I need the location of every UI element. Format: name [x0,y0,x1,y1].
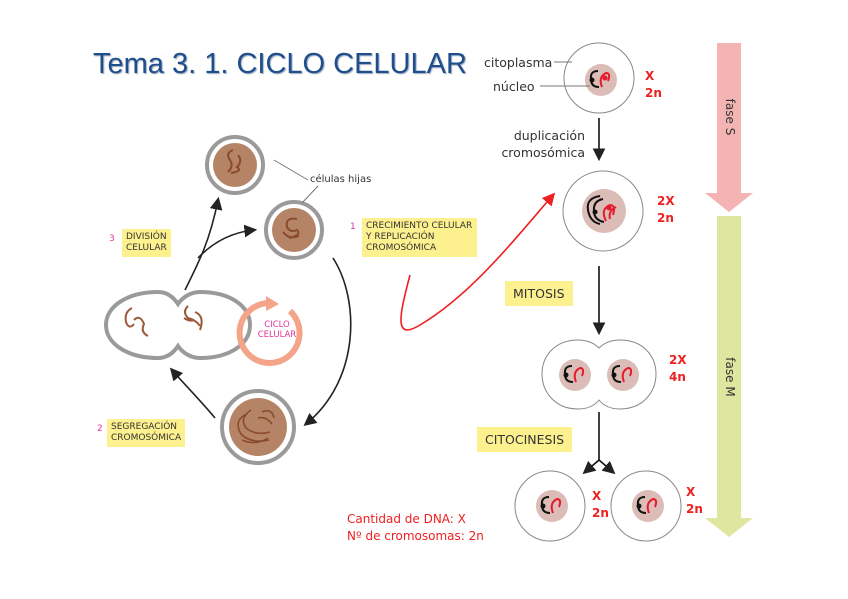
cell-3-values: 2X 4n [669,352,687,386]
cell-5-values: X 2n [686,484,703,518]
legend-chromosomes: Nº de cromosomas: 2n [347,529,484,543]
s-phase-arrow [705,43,753,212]
stage-3-line1: DIVISIÓN [126,232,167,242]
cell-1-values: X 2n [645,68,662,102]
cell-4-chromosomes: 2n [592,506,609,520]
cytokinesis-label: CITOCINESIS [477,427,573,452]
arrow-cytokinesis-left [582,459,600,475]
cycle-arrow-1-to-2 [303,257,352,427]
arrow-cytokinesis-right [598,459,616,475]
cycle-center-line1: CICLO [264,320,290,330]
duplication-line1: duplicación [513,128,585,143]
cell-3-chromosomes: 4n [669,370,686,384]
cycle-arrow-3-to-daughter-2 [197,224,258,259]
stage-2-box: SEGREGACIÓN CROMOSÓMICA [107,419,186,447]
stage-3-line2: CELULAR [126,243,167,253]
cycle-arrow-2-to-3 [169,367,216,419]
stage-3-number: 3 [109,234,115,244]
stage-1-box: CRECIMIENTO CELULAR Y REPLICACIÓN CROMOS… [362,218,477,257]
m-phase-label: fase M [723,357,737,397]
duplication-label: duplicación cromosómica [497,127,585,161]
cell-1-dna: X [645,69,655,83]
process-cell-4 [514,470,586,542]
cycle-arrow-3-to-daughter-1 [184,196,223,291]
s-phase-label: fase S [723,98,737,136]
cell-4-values: X 2n [592,488,609,522]
duplication-line2: cromosómica [501,145,585,160]
cell-3-dna: 2X [669,353,687,367]
legend-dna: Cantidad de DNA: X [347,512,466,526]
cytoplasm-label: citoplasma [484,55,553,70]
stage-1-line1: CRECIMIENTO CELULAR [366,221,473,231]
cell-2-dna: 2X [657,194,675,208]
stage-3-box: DIVISIÓN CELULAR [122,229,171,257]
cycle-center-label: CICLO CELULAR [248,320,306,340]
cycle-center-arrow [236,296,303,366]
stage-2-line1: SEGREGACIÓN [111,422,178,432]
cell-2-values: 2X 2n [657,193,675,227]
stage-2-number: 2 [97,424,103,434]
replicated-cell [220,389,296,465]
stage-1-number: 1 [350,222,356,232]
cell-5-chromosomes: 2n [686,502,703,516]
stage-2-line2: CROMOSÓMICA [111,433,182,443]
nucleus-label: núcleo [493,79,535,94]
dividing-cell [103,289,253,361]
daughter-cell-1 [205,135,265,195]
cell-5-dna: X [686,485,696,499]
cell-1-chromosomes: 2n [645,86,662,100]
stage-1-line2: Y REPLICACIÓN [366,232,435,242]
process-cell-5 [610,470,682,542]
process-cell-1 [563,42,635,114]
page-title: Tema 3. 1. CICLO CELULAR [93,48,467,80]
daughter-cells-label: células hijas [310,174,372,185]
process-cell-2 [562,170,644,252]
red-link-arrow [400,192,556,331]
cell-2-chromosomes: 2n [657,211,674,225]
mitosis-label: MITOSIS [505,281,573,306]
cell-4-dna: X [592,489,602,503]
m-phase-arrow [705,216,753,537]
stage-1-line3: CROMOSÓMICA [366,243,437,253]
cycle-center-line2: CELULAR [257,330,297,340]
legend: Cantidad de DNA: X Nº de cromosomas: 2n [347,511,484,545]
daughter-cell-2 [264,200,324,260]
process-cell-3-dividing [541,339,657,410]
